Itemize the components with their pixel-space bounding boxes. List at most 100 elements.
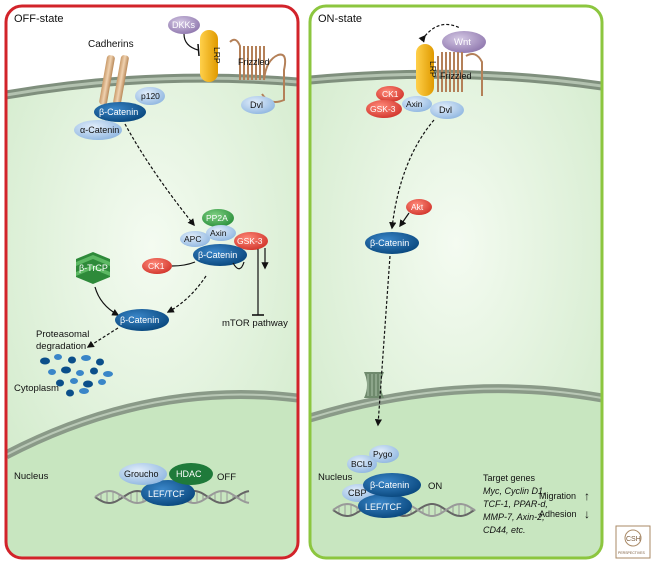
protein-fragment: [70, 378, 78, 384]
frizzled-receptor-on: [437, 52, 483, 96]
pp2a-protein: [202, 209, 234, 227]
on-state-title: ON-state: [318, 13, 362, 25]
btrcp-arrow: [94, 286, 120, 316]
nuclear-translocation-arrow: [374, 255, 391, 427]
cadherins-label: Cadherins: [88, 39, 134, 50]
dkks-protein: [168, 16, 200, 34]
akt-label: Akt: [411, 202, 424, 212]
beta-catenin-membrane: [94, 102, 146, 122]
protein-fragment: [48, 369, 56, 375]
protein-fragment: [79, 388, 89, 394]
leftcf-off-label: LEF/TCF: [148, 489, 185, 499]
off-panel-border: [4, 4, 300, 560]
protein-fragment: [54, 354, 62, 360]
wnt-label: Wnt: [454, 37, 471, 48]
beta-catenin-cytoplasm-label: β-Catenin: [370, 238, 409, 248]
target-genes-line-3: MMP-7, Axin-2,: [483, 512, 545, 522]
p120-label: p120: [141, 91, 160, 101]
protein-fragment: [103, 371, 113, 377]
nucleus-label-off: Nucleus: [14, 471, 49, 482]
beta-catenin-complex: [193, 244, 247, 266]
beta-catenin-degradation: [115, 309, 169, 331]
dkks-inhibition-line: [183, 33, 199, 51]
protein-fragment: [83, 380, 93, 388]
migration-label: Migration: [539, 491, 576, 501]
beta-catenin-cytoplasm: [365, 232, 419, 254]
protein-fragment: [68, 356, 76, 364]
lrp-receptor-on: [416, 44, 434, 96]
proteasomal-label-2: degradation: [36, 341, 86, 352]
gsk3-label: GSK-3: [237, 236, 263, 246]
gsk3-phospho-line: [232, 261, 245, 270]
pygo-protein: [369, 445, 399, 463]
dvl-on-label: Dvl: [439, 105, 452, 115]
dvl-on-protein: [430, 101, 464, 119]
svg-text:PERSPECTIVES: PERSPECTIVES: [618, 551, 646, 555]
on-panel-background: [310, 6, 602, 558]
alpha-catenin-protein: [74, 120, 122, 140]
migration-up-arrow: ↑: [584, 489, 590, 503]
adhesion-label: Adhesion: [539, 509, 577, 519]
on-panel-border: [308, 4, 604, 560]
cbp-label: CBP: [348, 488, 367, 498]
proteasomal-label-1: Proteasomal: [36, 329, 89, 340]
target-genes-line-1: Myc, Cyclin D1,: [483, 486, 546, 496]
apc-label: APC: [184, 234, 201, 244]
gsk3-on-label: GSK-3: [370, 104, 396, 114]
ck1-on-protein: [376, 86, 404, 102]
release-arrow: [124, 123, 195, 227]
wnt-ligand: [442, 31, 486, 53]
lrp-label: LRP: [212, 47, 222, 64]
protein-fragment: [56, 379, 64, 387]
protein-fragment: [40, 357, 50, 365]
lrp-on-label: LRP: [428, 61, 438, 78]
ck1-phospho-line: [171, 261, 196, 267]
dkks-label: DKKs: [172, 20, 196, 30]
cytoplasm-label: Cytoplasm: [14, 383, 59, 394]
axin-label: Axin: [210, 228, 227, 238]
protein-fragments: [40, 354, 113, 397]
nuclear-pore: [364, 372, 384, 398]
gsk3-protein: [234, 232, 268, 250]
axin-protein: [206, 225, 236, 241]
bcl9-label: BCL9: [351, 459, 373, 469]
beta-catenin-degradation-label: β-Catenin: [120, 315, 159, 325]
leftcf-off-protein: [141, 480, 195, 506]
apc-protein: [180, 231, 210, 247]
protein-fragment: [90, 367, 98, 375]
degradation-arrow: [86, 327, 119, 348]
off-state-title: OFF-state: [14, 13, 64, 25]
destruction-arrow: [166, 275, 207, 313]
protein-fragment: [98, 379, 106, 385]
dvl-protein: [241, 96, 275, 114]
cadherins-protein: [99, 55, 129, 105]
beta-catenin-nucleus: [363, 473, 421, 497]
leftcf-on-protein: [358, 494, 412, 518]
btrcp-protein: [76, 252, 110, 284]
protein-fragment: [81, 355, 91, 361]
protein-fragment: [61, 366, 71, 374]
target-genes-line-2: TCF-1, PPAR-d,: [483, 499, 548, 509]
off-gene-label: OFF: [217, 472, 236, 483]
p120-protein: [135, 87, 165, 105]
protein-fragment: [96, 358, 104, 366]
nucleus-label-on: Nucleus: [318, 472, 353, 483]
frizzled-label: Frizzled: [238, 57, 270, 67]
frizzled-receptor: [229, 38, 287, 103]
pygo-label: Pygo: [373, 449, 393, 459]
bcl9-protein: [347, 455, 377, 473]
btrcp-label: β-TrCP: [79, 263, 108, 273]
axin-on-protein: [402, 96, 432, 112]
beta-catenin-membrane-label: β-Catenin: [99, 107, 138, 117]
target-genes-line-4: CD44, etc.: [483, 525, 526, 535]
mtor-label: mTOR pathway: [222, 318, 288, 329]
lrp-receptor: [200, 30, 218, 82]
groucho-label: Groucho: [124, 469, 159, 479]
protein-fragment: [66, 389, 74, 397]
frizzled-on-label: Frizzled: [440, 71, 472, 81]
csh-perspectives-logo: CSH PERSPECTIVES: [615, 525, 651, 559]
ck1-on-label: CK1: [382, 89, 399, 99]
on-gene-label: ON: [428, 481, 442, 492]
